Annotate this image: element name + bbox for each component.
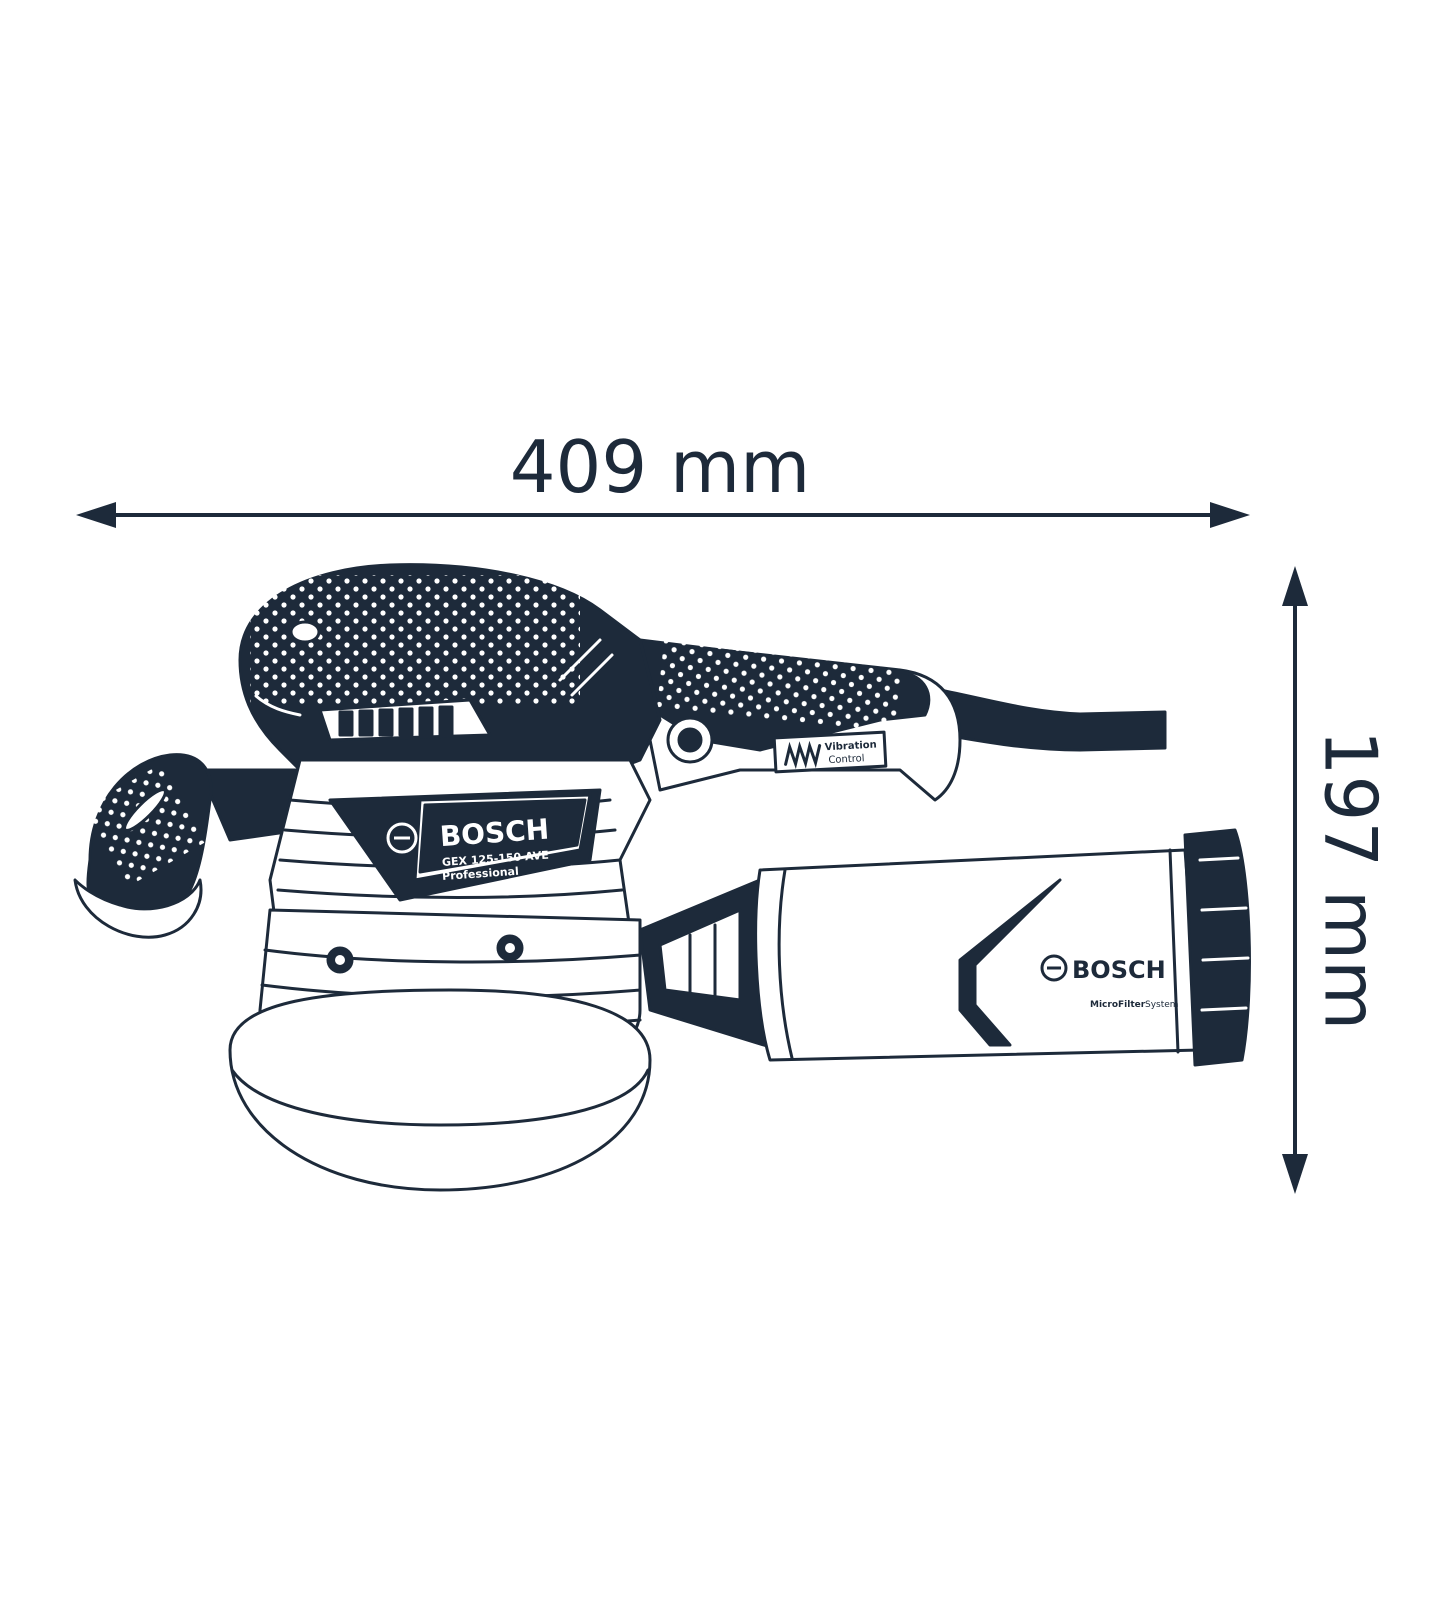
- side-handle: [73, 753, 302, 939]
- dust-box-brand: BOSCH: [1072, 956, 1166, 984]
- length-dimension-label: 409 mm: [510, 425, 811, 509]
- height-dimension-label: 197 mm: [1308, 730, 1392, 1031]
- height-arrow-top-icon: [1282, 566, 1308, 606]
- product-line: Professional: [442, 865, 519, 883]
- rear-handle: Vibration Control: [628, 637, 962, 802]
- vibration-badge-line2: Control: [828, 753, 865, 766]
- dust-box-label-regular: System: [1145, 1000, 1179, 1010]
- height-arrow-bottom-icon: [1282, 1154, 1308, 1194]
- length-arrow-left-icon: [76, 502, 116, 528]
- housing-brand: BOSCH: [439, 813, 550, 854]
- length-dimension: 409 mm: [76, 425, 1250, 528]
- sanding-base: [228, 908, 652, 1192]
- bosch-logo-icon: [386, 822, 418, 854]
- power-cord: [938, 688, 1167, 752]
- sanding-pad: [228, 988, 652, 1192]
- vibration-control-badge: [772, 730, 888, 774]
- top-housing: [238, 563, 662, 802]
- length-arrow-right-icon: [1210, 502, 1250, 528]
- dust-box-logo-icon: [1040, 954, 1068, 982]
- dust-box-label-bold: MicroFilter: [1090, 1000, 1146, 1010]
- height-dimension: 197 mm: [1282, 566, 1392, 1194]
- sander-illustration: Vibration Control: [73, 563, 1251, 1192]
- vibration-badge-line1: Vibration: [824, 740, 877, 754]
- dust-box: BOSCH MicroFilter System: [754, 828, 1251, 1067]
- housing-hole: [289, 620, 321, 644]
- dust-connector: [638, 878, 782, 1052]
